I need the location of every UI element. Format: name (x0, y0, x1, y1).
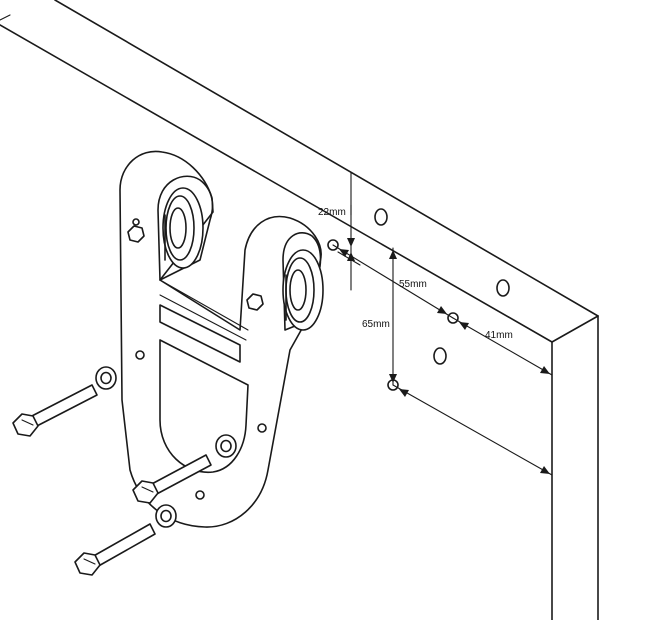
dimension-22mm (337, 171, 361, 291)
dimension-label-22mm: 22mm (318, 207, 346, 218)
roller-wheels (162, 187, 324, 331)
washer-lower (155, 504, 177, 528)
front-face-holes (433, 347, 447, 365)
top-face-holes (374, 208, 510, 297)
bolt-lower (74, 523, 156, 576)
washer-middle (215, 434, 237, 458)
dimension-label-65mm: 65mm (362, 319, 390, 330)
left-roller (162, 187, 204, 269)
dimension-65mm (389, 247, 397, 386)
bolt-upper (12, 384, 98, 437)
bolt-middle (132, 454, 212, 504)
right-roller (282, 249, 324, 331)
door-panel (0, 0, 599, 620)
dimension-label-55mm: 55mm (399, 279, 427, 290)
dimension-label-41mm: 41mm (485, 330, 513, 341)
dimension-41mm (392, 317, 553, 476)
washer-upper (95, 366, 117, 390)
axle-nuts (127, 225, 264, 311)
hanger-bracket (119, 150, 322, 528)
